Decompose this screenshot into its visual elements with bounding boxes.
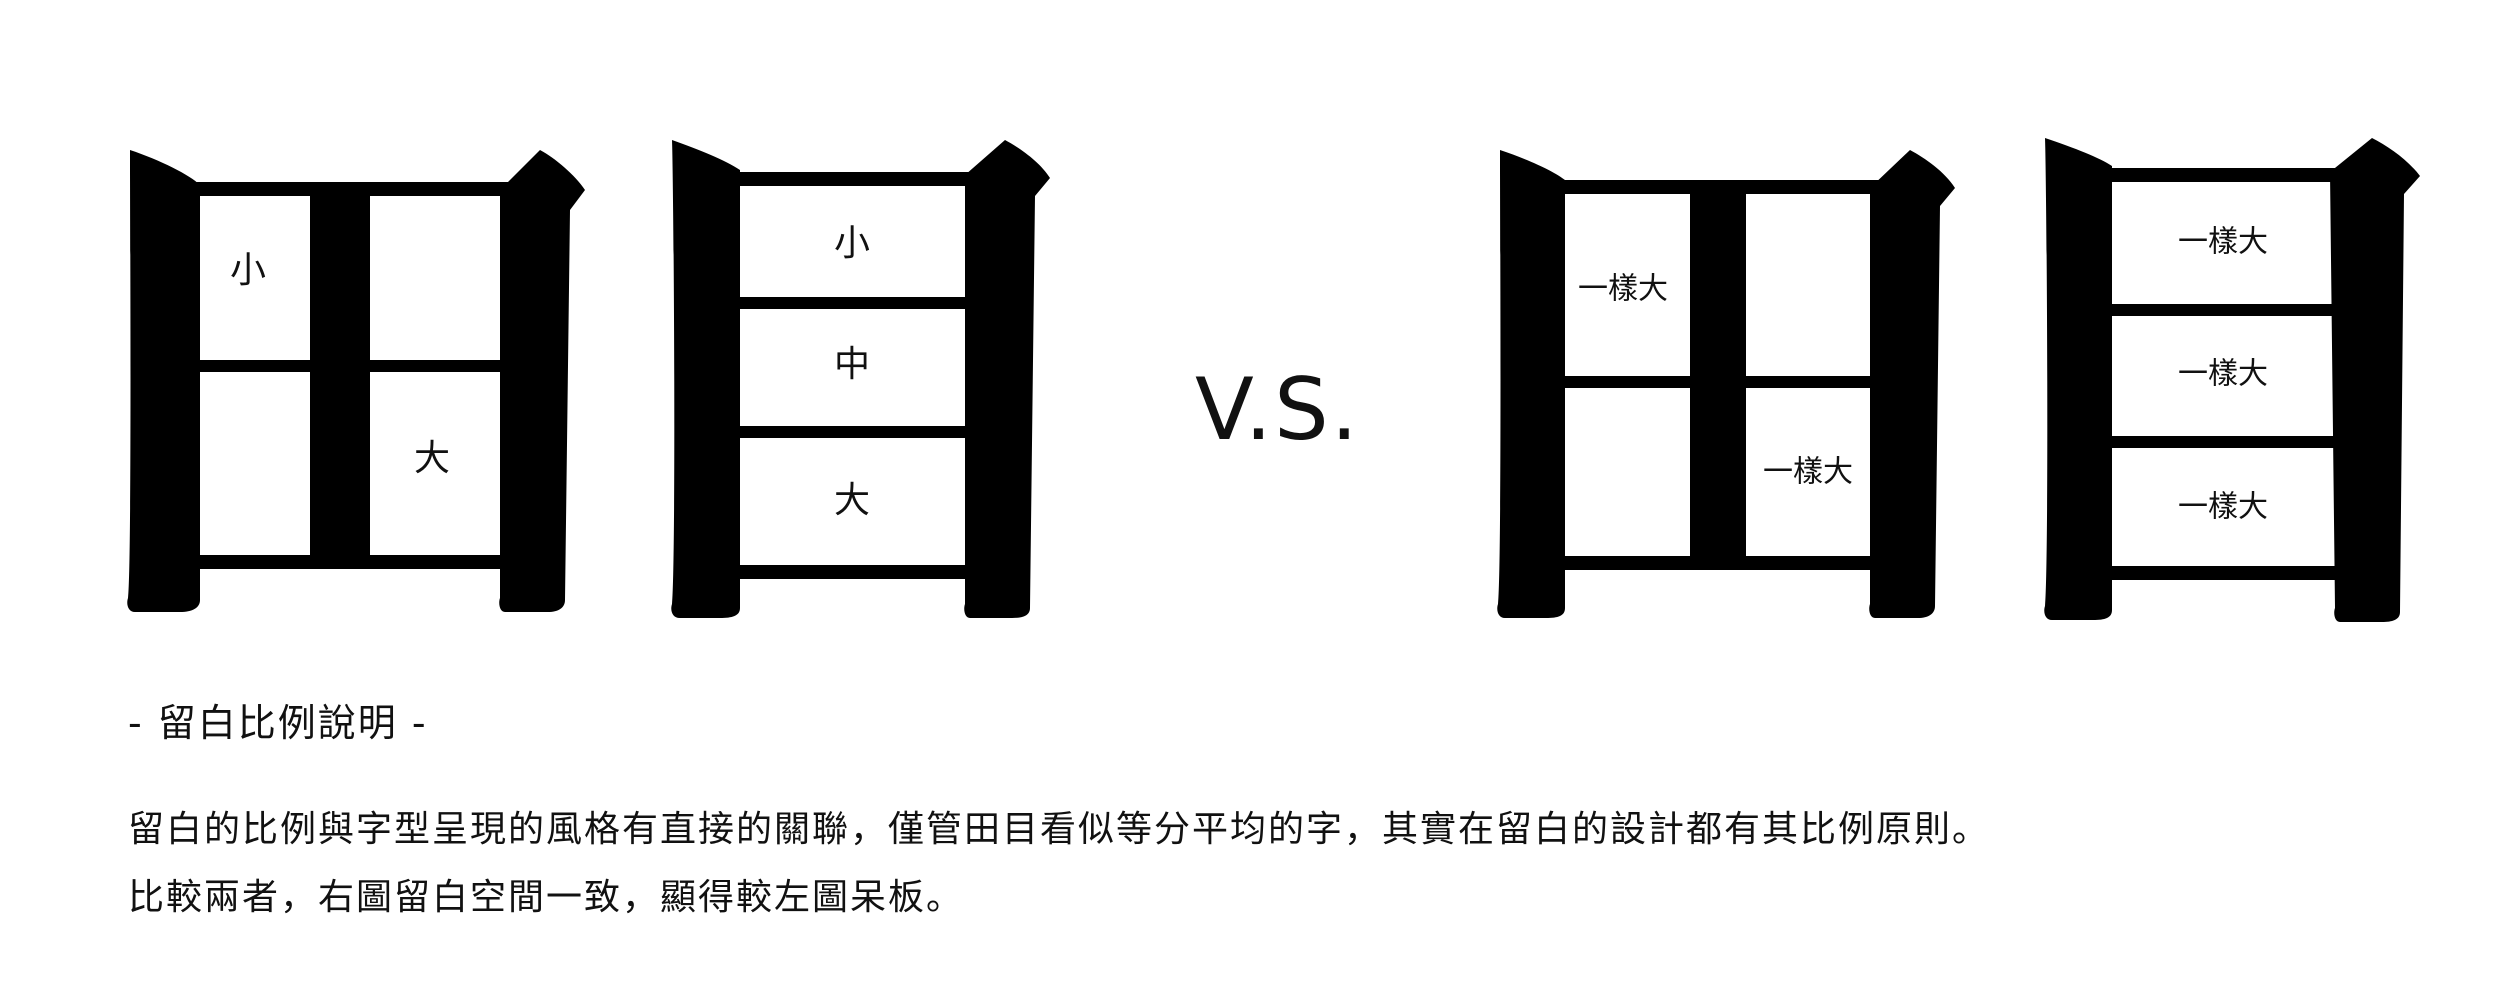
cell-label: 一樣大 <box>1763 455 1853 490</box>
cell-label: 一樣大 <box>1578 272 1668 307</box>
caption-title: - 留白比例說明 - <box>128 701 428 745</box>
glyph-mu-even <box>2044 138 2420 622</box>
glyph-tian-even <box>1497 150 1955 618</box>
cell-label: 大 <box>414 438 450 479</box>
cell-label: 一樣大 <box>2178 357 2268 392</box>
cell-label: 大 <box>834 480 870 521</box>
cell-label: 小 <box>834 223 870 264</box>
caption-line: 比較兩者，右圖留白空間一致，顯得較左圖呆板。 <box>128 877 965 918</box>
cell-label: 小 <box>230 250 266 291</box>
cell-label: 一樣大 <box>2178 225 2268 260</box>
glyph-mu-uneven <box>671 140 1050 618</box>
vs-label: V.S. <box>1195 360 1361 460</box>
cell-label: 一樣大 <box>2178 490 2268 525</box>
glyph-tian-uneven <box>127 150 585 612</box>
cell-label: 中 <box>834 344 870 385</box>
caption-line: 留白的比例與字型呈現的風格有直接的關聯，僅管田目看似等分平均的字，其實在留白的設… <box>128 809 1991 850</box>
